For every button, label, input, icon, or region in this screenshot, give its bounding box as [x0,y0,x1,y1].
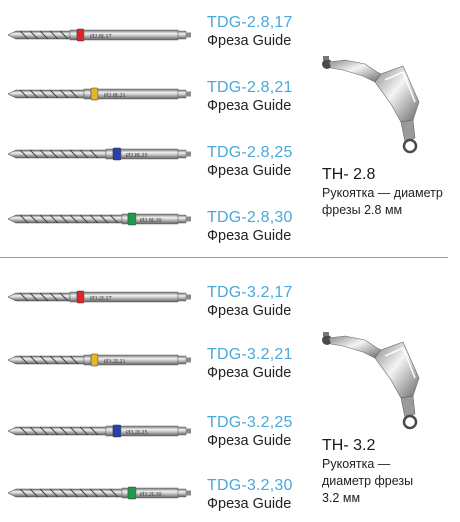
drill-marking: Ø2.8L30 [140,218,162,224]
product-label: TDG-3.2,30 Фреза Guide [207,478,293,512]
handle-desc-line: 3.2 мм [322,490,361,505]
product-label: TDG-2.8,30 Фреза Guide [207,210,293,244]
drill-bit-icon: Ø2.8L25 [7,147,193,161]
product-code: TDG-2.8,25 [207,144,293,161]
handle-description: Рукоятка — диаметр фрезы 3.2 мм [322,456,452,507]
drill-handle-icon [315,318,435,433]
product-code: TDG-2.8,17 [207,14,293,31]
handle-desc-line: Рукоятка — [322,457,391,471]
product-code: TDG-3.2,21 [207,346,293,363]
product-code: TDG-3.2,25 [207,414,293,431]
product-name: Фреза Guide [207,496,292,512]
drill-bit-icon: Ø2.8L30 [7,212,193,226]
drill-marking: Ø3.2L17 [90,296,112,302]
handle-title: TH- 2.8 [322,166,376,183]
handle-title: TH- 3.2 [322,437,376,454]
product-label: TDG-3.2,25 Фреза Guide [207,415,293,449]
drill-handle-icon [315,42,435,157]
product-name: Фреза Guide [207,228,292,244]
product-code: TDG-3.2,17 [207,284,293,301]
drill-bit-icon: Ø3.2L25 [7,424,193,438]
drill-marking: Ø3.2L30 [140,492,162,498]
product-name: Фреза Guide [207,98,292,114]
product-label: TDG-3.2,17 Фреза Guide [207,285,293,319]
handle-desc-line: Рукоятка — диаметр [322,186,443,200]
drill-bit-icon: Ø3.2L17 [7,290,193,304]
product-name: Фреза Guide [207,433,292,449]
drill-bit-icon: Ø2.8L21 [7,87,193,101]
drill-bit-icon: Ø3.2L30 [7,486,193,500]
handle-description: Рукоятка — диаметр фрезы 2.8 мм [322,185,452,219]
drill-marking: Ø3.2L25 [126,430,148,436]
product-name: Фреза Guide [207,163,292,179]
product-name: Фреза Guide [207,365,292,381]
product-label: TDG-2.8,21 Фреза Guide [207,80,293,114]
product-label: TDG-3.2,21 Фреза Guide [207,347,293,381]
handle-desc-line: диаметр фрезы [322,473,414,488]
product-code: TDG-2.8,21 [207,79,293,96]
product-label: TDG-2.8,25 Фреза Guide [207,145,293,179]
product-label: TDG-2.8,17 Фреза Guide [207,15,293,49]
drill-marking: Ø2.8L21 [104,93,126,99]
drill-marking: Ø2.8L17 [90,34,112,40]
product-name: Фреза Guide [207,303,292,319]
section-divider [0,257,448,258]
drill-marking: Ø3.2L21 [104,359,126,365]
drill-marking: Ø2.8L25 [126,153,148,159]
drill-bit-icon: Ø3.2L21 [7,353,193,367]
product-code: TDG-2.8,30 [207,209,293,226]
handle-desc-line: фрезы 2.8 мм [322,202,403,217]
drill-bit-icon: Ø2.8L17 [7,28,193,42]
product-code: TDG-3.2,30 [207,477,293,494]
product-name: Фреза Guide [207,33,292,49]
